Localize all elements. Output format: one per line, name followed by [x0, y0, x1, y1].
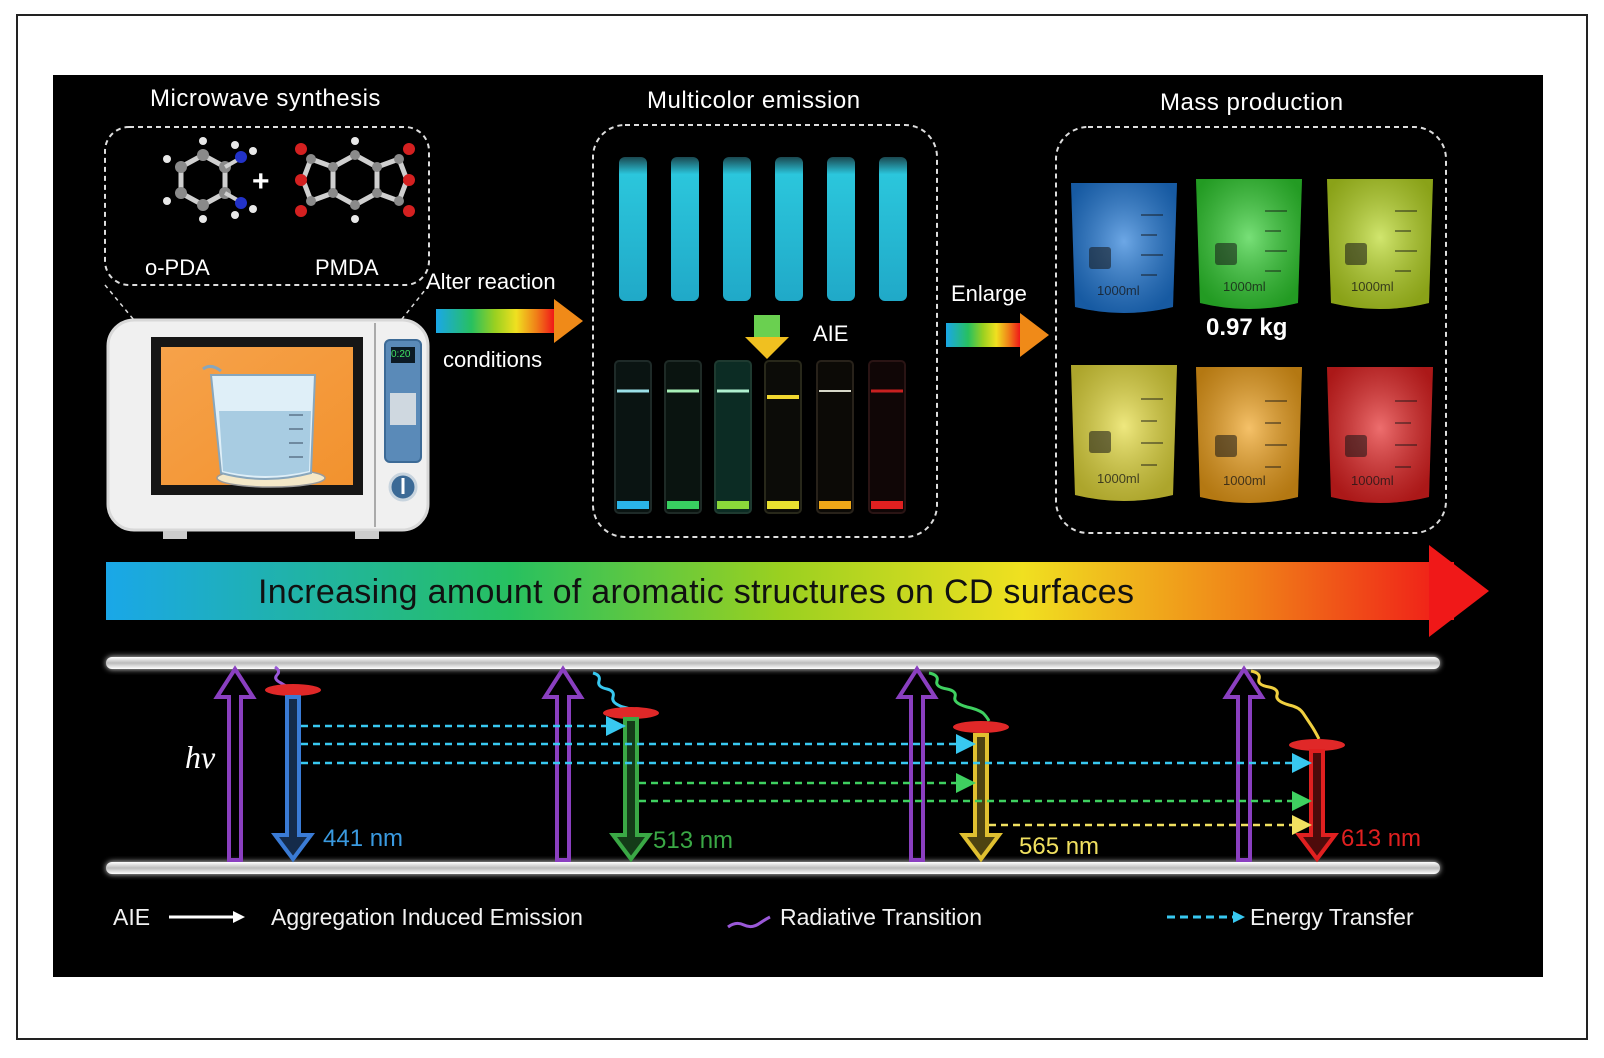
energy-transfer-arrows — [301, 716, 1312, 835]
legend-aie-full: Aggregation Induced Emission — [271, 904, 583, 930]
enlarge-label: Enlarge — [951, 281, 1027, 306]
legend-energy-transfer: Energy Transfer — [1250, 904, 1414, 930]
opda-label: o-PDA — [145, 255, 210, 280]
molecule-box — [104, 126, 430, 286]
legend-radiative: Radiative Transition — [780, 904, 982, 930]
emission-arrows — [271, 695, 1339, 863]
beaker-volume-label: 1000ml — [1223, 473, 1266, 488]
multicolor-box — [592, 124, 938, 538]
mass-amount: 0.97 kg — [1206, 314, 1288, 341]
alter-arrow-icon — [436, 299, 583, 343]
pmda-molecule-icon — [300, 152, 410, 208]
aie-label: AIE — [813, 321, 849, 346]
figure-graphics — [104, 124, 1489, 929]
emission-613-label: 613 nm — [1341, 825, 1422, 852]
gradient-banner-text: Increasing amount of aromatic structures… — [258, 573, 1135, 611]
beaker-volume-label: 1000ml — [1097, 283, 1140, 298]
radiative-squiggles — [274, 665, 1321, 740]
excitation-label: hv — [185, 739, 216, 775]
figure-panel: Microwave synthesis Multicolor emission … — [53, 75, 1543, 977]
energy-levels — [106, 657, 1440, 874]
enlarge-arrow-icon — [946, 313, 1049, 357]
multicolor-emission-title: Multicolor emission — [647, 87, 861, 114]
mass-production-title: Mass production — [1160, 89, 1344, 116]
mass-box — [1055, 126, 1447, 534]
beaker-volume-label: 1000ml — [1097, 471, 1140, 486]
pmda-atoms — [295, 137, 415, 223]
beaker-volume-label: 1000ml — [1223, 279, 1266, 294]
aie-cuvettes — [614, 360, 906, 514]
legend-aie-arrow-icon — [169, 911, 245, 923]
beaker-volume-label: 1000ml — [1351, 279, 1394, 294]
legend-aie-abbr: AIE — [113, 904, 151, 930]
aie-down-arrow-icon — [745, 315, 789, 359]
opda-molecule-icon — [178, 152, 228, 208]
alter-reaction-label: Alter reaction — [426, 269, 556, 294]
microwave-display: 0:20 — [391, 349, 411, 360]
conditions-label: conditions — [443, 347, 543, 372]
microwave-synthesis-title: Microwave synthesis — [150, 85, 381, 112]
microwave-oven-icon — [106, 318, 430, 539]
excitation-arrows — [213, 665, 1266, 862]
emission-441-label: 441 nm — [323, 825, 404, 852]
legend-energy-transfer-icon — [1167, 911, 1245, 923]
emission-565-label: 565 nm — [1019, 833, 1100, 860]
blue-cuvettes — [619, 157, 907, 301]
excited-discs — [265, 684, 1345, 751]
beaker-volume-label: 1000ml — [1351, 473, 1394, 488]
emission-513-label: 513 nm — [653, 827, 734, 854]
plus-sign: + — [252, 165, 270, 198]
gradient-banner-arrow-icon — [106, 545, 1489, 637]
legend-radiative-icon — [727, 915, 771, 929]
beakers — [1071, 179, 1433, 503]
pmda-label: PMDA — [315, 255, 379, 280]
opda-atoms — [163, 137, 257, 223]
